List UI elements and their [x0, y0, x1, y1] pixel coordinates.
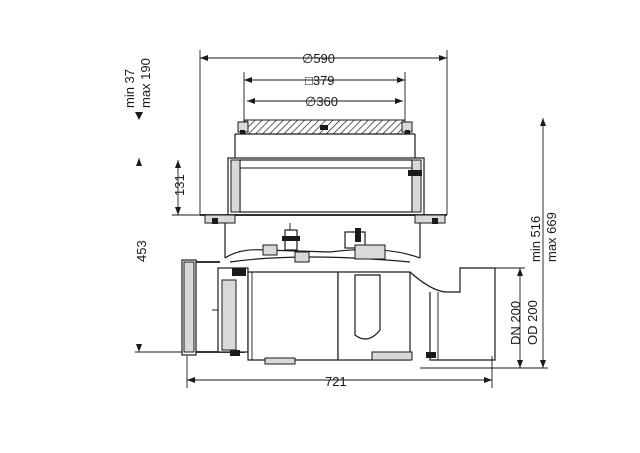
label-min-37: min 37 [122, 69, 137, 108]
dimension-adjust-range: min 37 max 190 [122, 58, 153, 120]
label-height-453: 453 [134, 240, 149, 262]
frame-upper [200, 133, 447, 224]
dimension-square-379: □379 [243, 72, 406, 125]
label-diameter-360: ∅360 [305, 94, 338, 109]
label-od-200: OD 200 [525, 300, 540, 345]
label-dn-200: DN 200 [508, 301, 523, 345]
label-max-190: max 190 [138, 58, 153, 108]
dimension-pipe-diameter: DN 200 OD 200 [460, 267, 540, 368]
dimension-diameter-360: ∅360 [247, 94, 403, 109]
dimension-total-height: min 516 max 669 [420, 118, 559, 369]
label-square-379: □379 [305, 73, 335, 88]
grate-cover [237, 119, 413, 135]
dimension-length-721: 721 [186, 356, 493, 389]
label-height-131: 131 [172, 174, 187, 196]
label-length-721: 721 [325, 374, 347, 389]
middle-section [224, 223, 421, 263]
label-max-669: max 669 [544, 212, 559, 262]
label-min-516: min 516 [528, 216, 543, 262]
dimension-height-453: 453 [134, 158, 200, 353]
gully-body [181, 259, 496, 365]
dimension-diameter-590: ∅590 [199, 50, 448, 215]
label-diameter-590: ∅590 [302, 51, 335, 66]
